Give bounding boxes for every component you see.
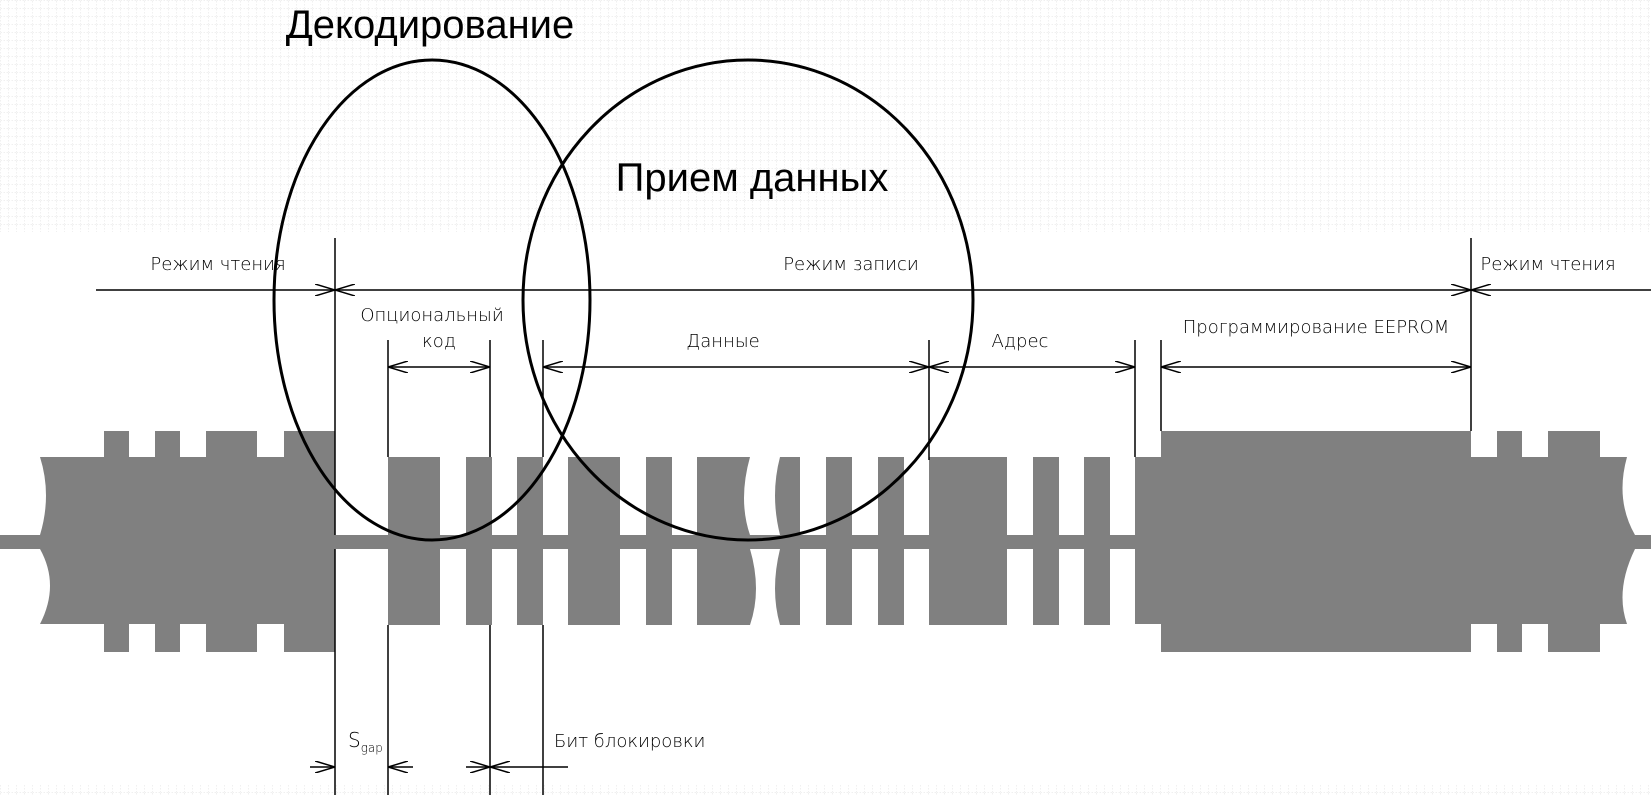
decoding-ellipse: [272, 58, 592, 542]
pulse: [929, 457, 955, 625]
pulse: [878, 457, 904, 625]
optional-code-label-line1: Опциональный: [360, 305, 503, 326]
read-mode-left-label: Режим чтения: [150, 254, 285, 275]
pulse: [1084, 457, 1110, 625]
pulse-broken: [697, 457, 756, 625]
decoding-title: Декодирование: [286, 3, 575, 47]
background-grid-top: [0, 0, 1651, 232]
optional-code-label-line2: код: [422, 331, 456, 352]
pulse: [646, 457, 672, 625]
read-mode-block-left: [0, 431, 335, 652]
sgap-main: S: [348, 728, 361, 752]
lock-bit-label: Бит блокировки: [554, 731, 705, 752]
background-grid-bottom: [0, 785, 1651, 795]
pulse: [517, 457, 543, 625]
write-mode-label: Режим записи: [783, 254, 919, 275]
sgap-sub: gap: [361, 741, 383, 755]
pulse: [826, 457, 852, 625]
read-mode-right-label: Режим чтения: [1480, 254, 1615, 275]
signal-waveform: [0, 431, 1651, 652]
pulse: [1033, 457, 1059, 625]
receive-title: Прием данных: [616, 156, 889, 200]
receive-ellipse: [521, 58, 975, 542]
data-label: Данные: [686, 331, 759, 352]
pulse: [466, 457, 492, 625]
pulse: [568, 457, 620, 625]
pulse: [955, 457, 1007, 625]
sgap-label: Sgap: [348, 728, 383, 755]
eeprom-block: [1135, 431, 1651, 652]
address-label: Адрес: [992, 331, 1049, 352]
pulse-broken: [775, 457, 800, 625]
eeprom-label: Программирование EEPROM: [1183, 317, 1450, 338]
